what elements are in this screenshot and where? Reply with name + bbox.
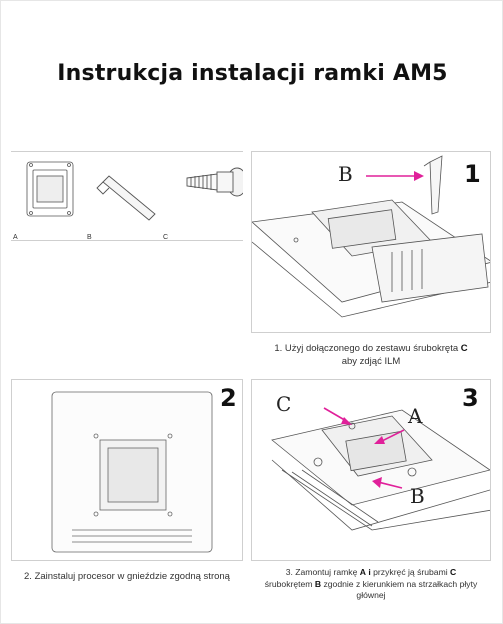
step-3-callout-a: A	[408, 404, 423, 428]
frame-part-a	[26, 161, 74, 217]
parts-panel: A B C	[11, 151, 243, 241]
step-1-caption-text: 1. Użyj dołączonego do zestawu śrubokręt…	[274, 343, 459, 354]
step-1-callout-b: B	[338, 162, 353, 186]
step-3-callout-b: B	[410, 484, 425, 508]
step-1-panel: 1 B	[251, 151, 491, 333]
step-3-panel: 3 C A B	[251, 379, 491, 561]
step-3-callout-c: C	[276, 392, 292, 416]
step-3-caption-frame: A	[359, 567, 366, 577]
parts-illustration	[26, 161, 243, 221]
step-3-caption-part4: zgodnie z kierunkiem na strzałkach płyty…	[323, 578, 478, 601]
step-2-caption: 2. Zainstaluj procesor w gnieździe zgodn…	[24, 571, 230, 582]
step-3-caption: 3. Zamontuj ramkę A i przykręć ją śrubam…	[251, 567, 491, 602]
part-label-b: B	[87, 234, 92, 241]
step-1-number: 1	[464, 160, 481, 188]
part-label-c: C	[163, 234, 169, 241]
screw-part-c	[186, 167, 243, 197]
page-title: Instrukcja instalacji ramki AM5	[57, 61, 448, 86]
step-1-caption: 1. Użyj dołączonego do zestawu śrubokręt…	[251, 343, 491, 368]
step-3-caption-part1: 3. Zamontuj ramkę	[285, 567, 358, 577]
step-2-panel: 2	[11, 379, 243, 561]
step-3-caption-part3: śrubokrętem	[264, 578, 313, 589]
step-2-illustration	[51, 391, 213, 553]
hex-key-part-b	[96, 175, 156, 221]
step-1-caption-end: aby zdjąć ILM	[341, 355, 401, 367]
step-1-caption-tool: C	[460, 343, 468, 354]
step-3-caption-driver: B	[314, 578, 322, 589]
step-3-illustration	[271, 407, 490, 531]
part-label-a: A	[13, 234, 18, 241]
step-2-number: 2	[220, 384, 237, 412]
step-3-caption-part2: przykręć ją śrubami	[373, 567, 448, 577]
step-3-number: 3	[462, 384, 479, 412]
step-3-caption-screws: C	[450, 567, 457, 577]
step-3-caption-and: i	[368, 567, 371, 577]
step-1-illustration	[252, 155, 490, 318]
